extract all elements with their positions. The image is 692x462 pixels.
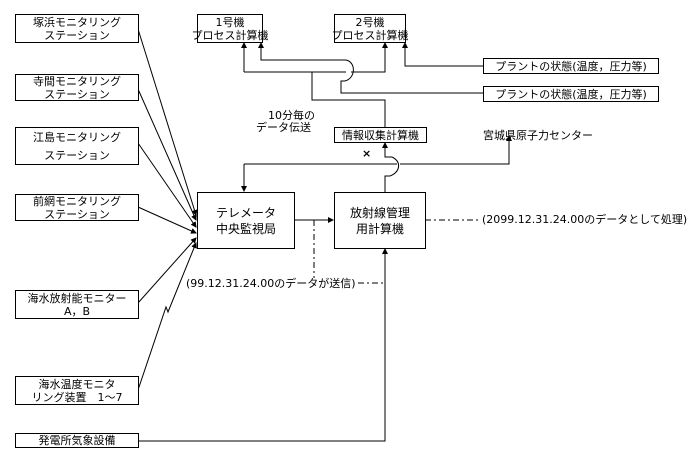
line-plant2-to-unit1 [340,80,483,94]
equipment-name: 発電所気象設備 [38,434,116,447]
plant-status-2: プラントの状態(温度，圧力等) [483,86,659,102]
transfer-note-line1: 10分毎の [268,109,315,122]
telemeter-line1: テレメータ [215,205,276,220]
radiation-line1: 放射線管理 [349,205,410,220]
unit2-line1: 2号機 [355,15,385,29]
radiation-management-computer: 放射線管理 用計算機 [334,192,426,249]
seawater-temp-monitor: 海水温度モニタ リング装置 1～7 [15,376,139,405]
info-collection-computer: 情報収集計算機 [334,127,427,143]
processed-note: (2099.12.31.24.00のデータとして処理) [482,213,688,226]
unit1-line2: プロセス計算機 [191,28,269,42]
station-name: 前網モニタリング [33,194,121,208]
telemeter-line2: 中央監視局 [215,221,276,236]
station-enoshima: 江島モニタリング ステーション [15,127,139,165]
line-terama [137,88,197,221]
line-to-prefecture [400,135,512,165]
line-radiation-to-info [384,175,390,192]
unit2-line2: プロセス計算機 [331,28,409,42]
line-seawater-temp [137,242,197,391]
cross-mark: × [362,147,372,160]
station-name: 江島モニタリング [33,130,121,144]
station-tsukahama: 塚浜モニタリング ステーション [15,14,139,43]
telemeter-central-station: テレメータ 中央監視局 [197,192,295,249]
station-type: ステーション [44,28,110,42]
line-info-to-units [311,72,386,127]
transfer-note-line2: データ伝送 [256,121,311,134]
station-maeami: 前網モニタリング ステーション [15,194,139,221]
line-plant1-to-unit2 [402,42,483,67]
line-enoshima [137,142,197,228]
station-type: ステーション [44,207,110,221]
station-name: 塚浜モニタリング [33,15,121,29]
plant-status-text: プラントの状態(温度，圧力等) [495,59,647,73]
station-terama: 寺間モニタリング ステーション [15,74,139,101]
line-seawater-radiation [137,237,197,304]
unit2-process-computer: 2号機 プロセス計算機 [331,14,409,43]
unit1-process-computer: 1号機 プロセス計算機 [192,14,269,43]
monitor-units: リング装置 1～7 [31,390,123,404]
plant-meteorology-equipment: 発電所気象設備 [15,433,139,448]
plant-status-1: プラントの状態(温度，圧力等) [483,58,659,74]
station-type: ステーション [44,148,110,162]
monitor-units: A，B [63,304,91,318]
info-computer-text: 情報収集計算機 [342,128,419,142]
monitor-name: 海水放射能モニター [27,291,127,305]
line-meteorology [138,248,388,442]
radiation-line2: 用計算機 [355,221,404,236]
sent-note: (99.12.31.24.00のデータが送信) [186,277,356,290]
station-name: 寺間モニタリング [33,74,121,88]
seawater-radiation-monitor: 海水放射能モニター A，B [15,290,139,319]
station-type: ステーション [44,87,110,101]
line-maeami [137,206,197,234]
monitor-name: 海水温度モニタ [38,377,116,391]
line-tsukahama [137,28,198,216]
plant-status-text: プラントの状態(温度，圧力等) [495,87,647,101]
unit1-line1: 1号機 [215,15,245,29]
prefecture-center-label: 宮城県原子力センター [483,129,593,142]
